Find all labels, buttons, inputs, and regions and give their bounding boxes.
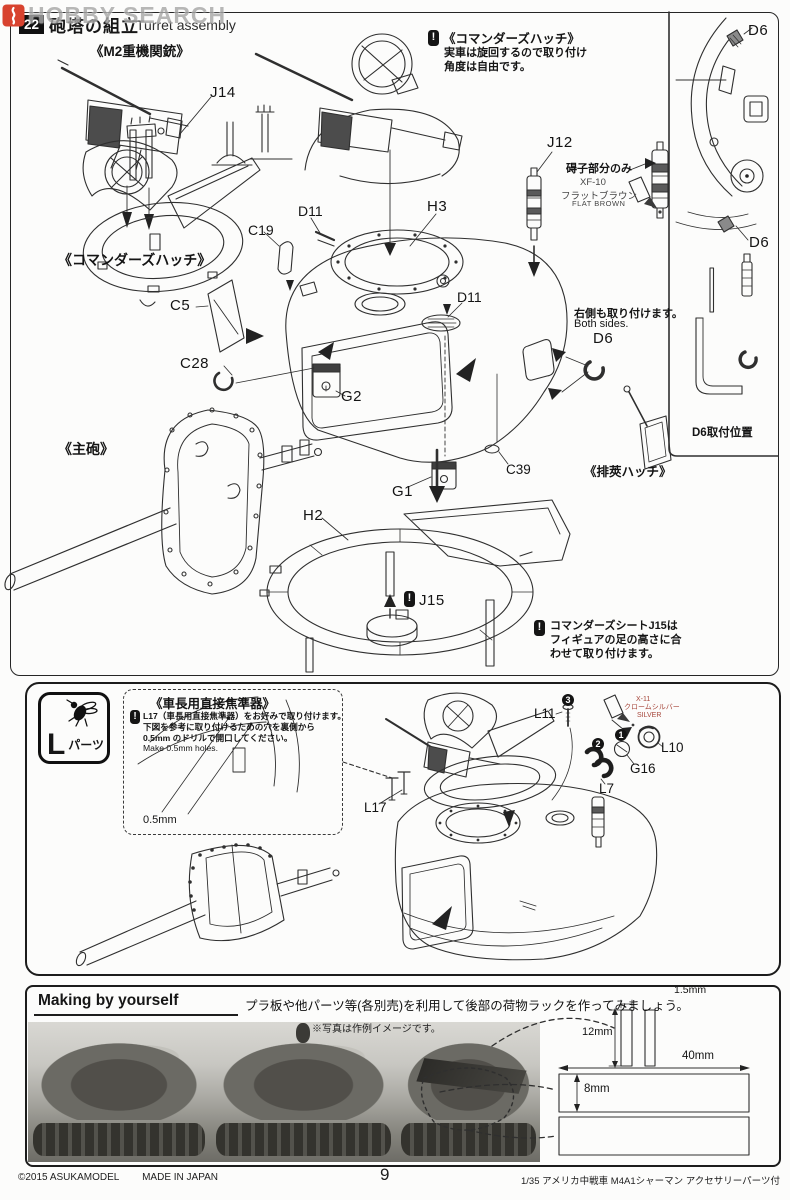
paint-code: XF-10 [580,177,606,188]
dim-40mm: 40mm [682,1050,714,1062]
label-l11: L11 [534,706,556,721]
making-lead-text: プラ板や他パーツ等(各別売)を利用して後部の荷物ラックを作ってみましょう。 [245,999,689,1013]
label-h2: H2 [303,507,324,524]
seat-note-line1: コマンダーズシートJ15は [550,620,678,632]
product-name: 1/35 アメリカ中戦車 M4A1シャーマン アクセサリーパーツ付 [521,1176,780,1187]
tracks-silhouette [215,1122,392,1157]
label-d6-sidebar-top: D6 [748,22,769,39]
label-d6-main: D6 [593,330,614,347]
seat-note-line2: フィギュアの足の高さに合 [550,634,682,646]
label-l17: L17 [364,800,387,815]
label-l10: L10 [661,740,684,755]
label-j12: J12 [547,134,573,151]
tracks-silhouette [401,1122,536,1157]
label-c39: C39 [506,462,531,477]
l-parts-suffix: パーツ [68,738,104,752]
paint2-name-jp: クロームシルバー [624,704,680,711]
page-number: 9 [380,1165,390,1184]
label-j14: J14 [210,84,236,101]
step-chip-3: 3 [562,694,574,706]
paint-name-jp: フラットブラウン [561,191,638,202]
label-m2-mg: 《M2重機関銃》 [90,44,190,59]
step-chip-2: 2 [592,738,604,750]
seat-note-exclamation-icon [534,620,545,636]
step-title-jp: 砲塔の組立 [49,17,139,36]
footer-left: ©2015 ASUKAMODEL MADE IN JAPAN [18,1172,238,1183]
label-j15: J15 [419,592,445,609]
hobby-search-watermark: HOBBY SEARCH [2,2,226,29]
example-photo-2 [210,1022,397,1162]
title-underline [34,1014,238,1017]
mosquito-mascot-icon [66,699,98,727]
sight-note-exclamation-icon [130,710,140,724]
making-by-yourself-panel-frame [25,985,781,1167]
seat-note-line3: わせて取り付けます。 [550,648,659,660]
tank-silhouette [38,1041,200,1120]
label-d6-position: D6取付位置 [692,427,753,439]
j15-exclamation-icon [404,591,415,607]
label-d11-side: D11 [457,289,482,305]
tracks-silhouette [33,1122,205,1157]
turret-assembly-panel-frame [10,12,779,676]
label-c28: C28 [180,355,210,372]
hatch-note-line2: 角度は自由です。 [444,61,531,73]
label-d11-top: D11 [298,203,323,219]
label-commanders-hatch: 《コマンダーズハッチ》 [58,252,212,268]
example-photo-3 [397,1022,540,1162]
figure-silhouette [296,1023,311,1044]
copyright-text: ©2015 ASUKAMODEL [18,1172,120,1183]
dim-12mm: 12mm [582,1026,613,1038]
label-eject-hatch: 《排莢ハッチ》 [584,465,672,479]
paint-target: 碍子部分のみ [566,163,632,175]
l-parts-letter: L [47,728,66,761]
label-g16: G16 [630,761,656,776]
hobby-search-flame-icon [2,4,25,27]
label-c5: C5 [170,297,191,314]
watermark-text: HOBBY SEARCH [28,2,227,28]
photo-disclaimer: ※写真は作例イメージです。 [312,1024,441,1035]
paint-name-en: FLAT BROWN [572,199,626,208]
l-parts-badge: L パーツ [38,692,110,764]
label-main-gun: 《主砲》 [58,441,114,457]
both-sides-jp: 右側も取り付けます。 [574,308,683,320]
label-l7: L7 [599,781,615,796]
drill-dim-label: 0.5mm [143,814,177,826]
paint2-code: X-11 [636,696,651,703]
label-h3: H3 [427,198,448,215]
label-g2: G2 [341,388,363,405]
label-g1: G1 [392,483,414,500]
made-in-text: MADE IN JAPAN [142,1172,219,1183]
making-by-yourself-title: Making by yourself [38,992,179,1009]
step-number-badge: 22 [19,15,44,34]
hatch-note-title: 《コマンダーズハッチ》 [443,32,580,46]
step-title-en: Turret assembly [136,17,236,33]
label-c19: C19 [248,222,274,238]
note-exclamation-icon [428,30,439,46]
l-parts-panel-frame [25,682,781,976]
paint2-name-en: SILVER [637,712,662,719]
dim-8mm: 8mm [584,1083,610,1095]
hatch-note-line1: 実車は旋回するので取り付け [444,47,587,59]
dim-1-5mm: 1.5mm [674,984,707,996]
tank-silhouette [221,1041,386,1120]
example-photo-1 [28,1022,210,1162]
sight-note-line4: Make 0.5mm holes. [143,743,218,753]
label-d6-sidebar-bottom: D6 [749,234,770,251]
both-sides-en: Both sides. [574,318,629,330]
step-chip-1: 1 [615,729,627,741]
